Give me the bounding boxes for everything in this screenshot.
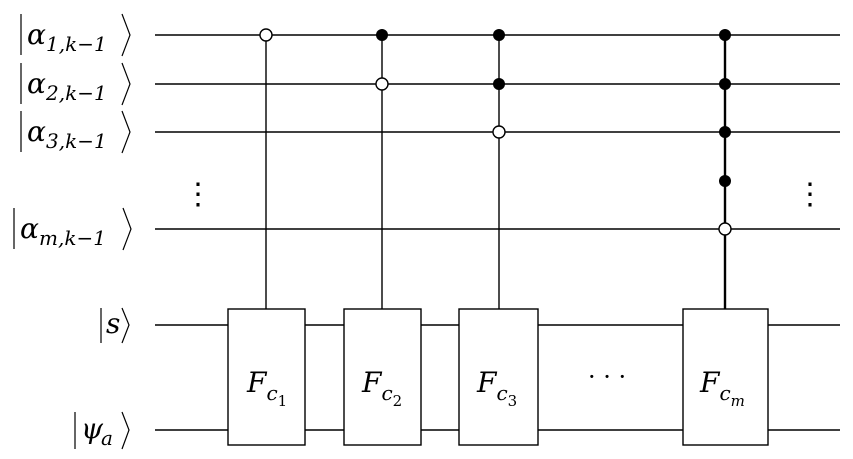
gate-box-3 — [458, 308, 539, 446]
ket-alpha-3: α 3,k−1 — [20, 110, 131, 154]
open-control-gm-wm — [718, 222, 732, 236]
ket-s: s — [100, 307, 130, 344]
ket-psi: ψ a — [74, 411, 130, 450]
svg-text:α: α — [27, 18, 46, 51]
gates: Fc1 Fc2 Fc3 Fcm — [227, 308, 769, 446]
ket-alpha-m: α m,k−1 — [13, 207, 132, 251]
ellipses: ⋮ ⋮ · · · — [183, 177, 825, 391]
open-control-g3-w3 — [492, 125, 506, 139]
ket-alpha-1: α 1,k−1 — [20, 13, 131, 57]
controls — [259, 28, 732, 236]
filled-control-gm-w2 — [719, 78, 731, 90]
filled-control-gm-ellipsis — [719, 175, 731, 187]
gate-label-3: Fc3 — [476, 366, 517, 410]
filled-control-g2-w1 — [376, 29, 388, 41]
svg-text:α: α — [27, 67, 46, 100]
svg-text:α: α — [27, 115, 46, 148]
svg-text:m,k−1: m,k−1 — [39, 226, 106, 250]
open-control-g2-w2 — [375, 77, 389, 91]
ket-alpha-2: α 2,k−1 — [20, 62, 131, 106]
gate-label-m: Fcm — [699, 366, 745, 410]
svg-text:2,k−1: 2,k−1 — [45, 81, 107, 105]
horizontal-ellipsis: · · · — [588, 363, 626, 391]
vertical-ellipsis-right: ⋮ — [795, 177, 825, 212]
gate-box-2 — [343, 308, 422, 446]
filled-control-gm-w3 — [719, 126, 731, 138]
filled-control-gm-w1 — [719, 29, 731, 41]
filled-control-g3-w2 — [493, 78, 505, 90]
gate-box-m — [682, 308, 769, 446]
control-lines — [265, 35, 727, 309]
svg-text:α: α — [20, 212, 39, 245]
svg-text:3,k−1: 3,k−1 — [46, 129, 107, 153]
svg-text:a: a — [101, 426, 113, 450]
svg-text:1,k−1: 1,k−1 — [46, 32, 107, 56]
gate-label-2: Fc2 — [361, 366, 402, 410]
vertical-ellipsis-left: ⋮ — [183, 177, 213, 212]
svg-text:ψ: ψ — [81, 412, 104, 445]
gate-label-1: Fc1 — [246, 366, 287, 410]
open-control-g1-w1 — [259, 28, 273, 42]
gate-box-1 — [227, 308, 306, 446]
svg-text:s: s — [106, 307, 120, 340]
filled-control-g3-w1 — [493, 29, 505, 41]
input-kets: α 1,k−1 α 2,k−1 α 3,k−1 α m — [13, 13, 132, 450]
